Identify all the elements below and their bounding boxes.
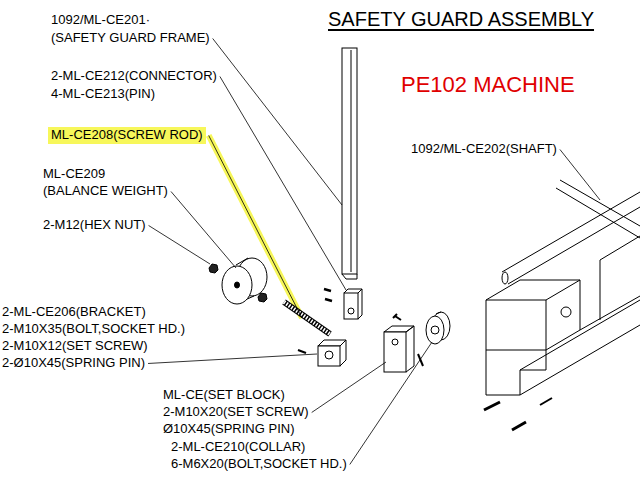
collar bbox=[426, 316, 444, 344]
title: SAFETY GUARD ASSEMBLY bbox=[328, 8, 594, 31]
bracket bbox=[318, 346, 340, 366]
part-label: 2-M10X12(SET SCREW) bbox=[2, 339, 148, 354]
part-label: Ø10X45(SPRING PIN) bbox=[163, 422, 295, 437]
leader-line bbox=[213, 38, 342, 205]
highlight-stroke bbox=[209, 135, 302, 318]
part-label: 2-M10X35(BOLT,SOCKET HD.) bbox=[2, 322, 185, 337]
connector bbox=[344, 293, 358, 319]
part-label: ML-CE209 bbox=[43, 167, 105, 182]
part-label: 2-M10X20(SET SCREW) bbox=[163, 405, 309, 420]
part-label: 1092/ML-CE201· bbox=[51, 13, 150, 28]
leader-line bbox=[350, 342, 432, 464]
frame-post bbox=[342, 48, 357, 274]
leader-line bbox=[148, 354, 317, 363]
part-label: (SAFETY GUARD FRAME) bbox=[51, 31, 210, 46]
part-label: 2-ML-CE210(COLLAR) bbox=[171, 440, 305, 455]
part-label: 6-M6X20(BOLT,SOCKET HD.) bbox=[171, 457, 347, 472]
part-label: ML-CE208(SCREW ROD) bbox=[48, 127, 206, 144]
leader-line bbox=[149, 225, 210, 264]
part-label: (BALANCE WEIGHT) bbox=[43, 184, 168, 199]
part-label: 4-ML-CE213(PIN) bbox=[51, 87, 155, 102]
part-label: 2-ML-CE212(CONNECTOR) bbox=[51, 69, 217, 84]
machine-name: PE102 MACHINE bbox=[401, 72, 575, 97]
leader-line bbox=[171, 191, 236, 268]
part-label: 1092/ML-CE202(SHAFT) bbox=[411, 142, 557, 157]
leader-line bbox=[312, 362, 386, 412]
part-label: 2-M12(HEX NUT) bbox=[43, 218, 146, 233]
leader-line bbox=[209, 135, 302, 318]
part-label: 2-Ø10X45(SPRING PIN) bbox=[2, 356, 145, 371]
part-label: ML-CE(SET BLOCK) bbox=[163, 388, 285, 403]
leader-line bbox=[220, 76, 346, 290]
set-block bbox=[384, 332, 406, 372]
shaft bbox=[502, 192, 640, 284]
part-label: 2-ML-CE206(BRACKET) bbox=[2, 305, 146, 320]
leader-line bbox=[560, 149, 600, 200]
balance-weight bbox=[222, 266, 252, 304]
